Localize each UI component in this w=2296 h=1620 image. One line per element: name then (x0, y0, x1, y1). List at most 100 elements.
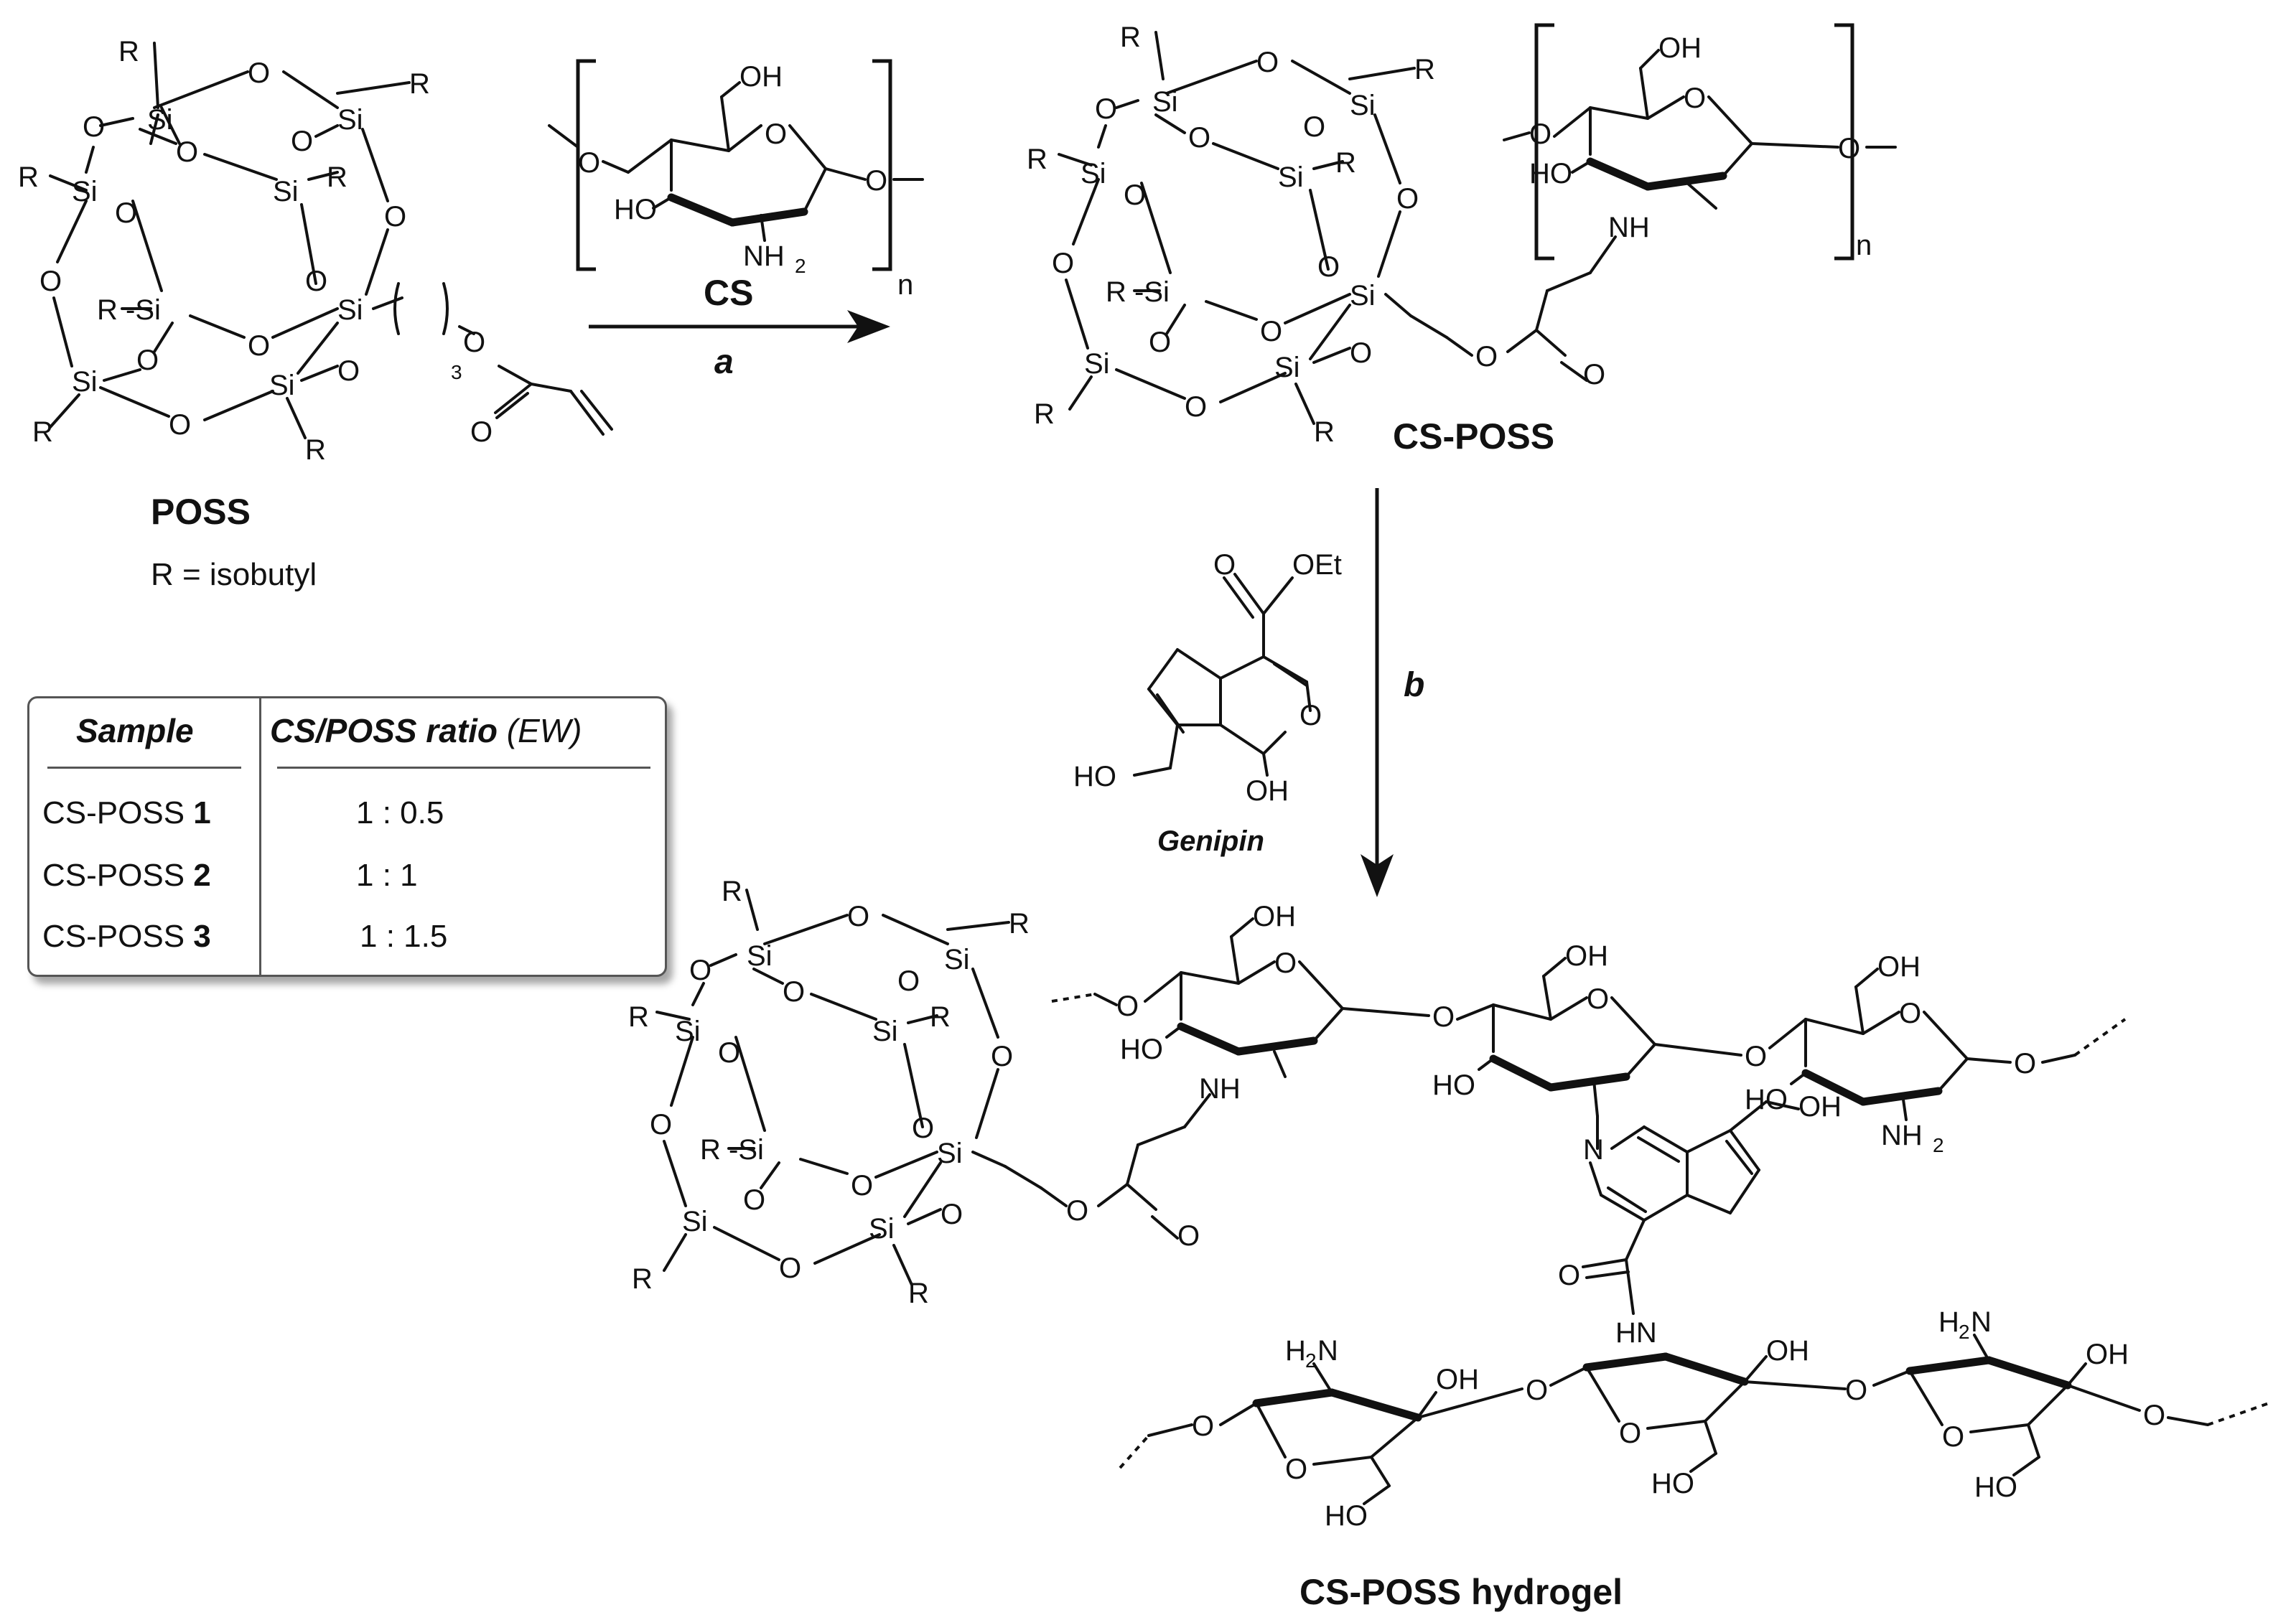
table-row: CS-POSS 3 (42, 919, 211, 955)
atom-o: O (1899, 998, 1921, 1029)
atom-o: O (991, 1041, 1013, 1072)
chitosan-repeat-unit: O OH O HO O NH 2 n (548, 59, 924, 301)
atom-o: O (1475, 341, 1498, 373)
atom-o: O (1149, 327, 1171, 358)
atom-r: R (908, 1278, 929, 1309)
atom-o: O (1303, 111, 1325, 143)
atom-o: O (1529, 118, 1551, 150)
atom-nh: NH (1608, 212, 1650, 243)
row-sample-name: CS-POSS (42, 858, 185, 893)
genipin-structure: O OEt O HO OH (1073, 549, 1342, 807)
cs-poss-structure: R O R O Si O Si R Si O Si R O O O O R -S… (1027, 22, 1650, 448)
atom-si: Si (937, 1138, 963, 1169)
subscript-2: 2 (1933, 1134, 1944, 1156)
atom-si: Si (1081, 158, 1106, 189)
label-cs-poss-hydrogel: CS-POSS hydrogel (1299, 1572, 1623, 1612)
atom-o: O (1066, 1195, 1088, 1227)
atom-o: O (578, 147, 600, 179)
atom-o: O (1260, 316, 1282, 347)
atom-o: O (1095, 93, 1117, 125)
label-cs-poss: CS-POSS (1393, 416, 1554, 456)
atom-ho: HO (1073, 761, 1116, 792)
subscript-2: 2 (1959, 1321, 1970, 1343)
atom-o: O (1299, 700, 1322, 731)
label-cs: CS (704, 273, 753, 313)
atom-r: R (628, 1001, 649, 1033)
atom-r: R (632, 1263, 653, 1295)
atom-o: O (783, 976, 805, 1008)
poss-cage-structure: R O R O Si O Si R Si O Si R O O O O R -S… (18, 36, 613, 466)
atom-si: Si (944, 944, 970, 975)
atom-o: O (470, 416, 493, 448)
atom-nh2: NH (1881, 1120, 1923, 1151)
table-header-ratio: CS/POSS ratio (EW) (270, 711, 582, 750)
atom-o: O (779, 1253, 801, 1284)
table-row: CS-POSS 1 (42, 795, 211, 831)
atom-o: O (1185, 391, 1207, 423)
hydrogel-lower-chain: O H 2 N OH O HO O OH O HO O H 2 N OH O H… (1119, 1306, 2269, 1532)
repeat-n: n (897, 269, 913, 301)
atom-r: R (1009, 908, 1030, 940)
atom-o: O (83, 111, 105, 143)
atom-r-si: R -Si (1106, 276, 1170, 308)
row-ratio: 1 : 0.5 (356, 795, 444, 830)
table-header-sample: Sample (76, 712, 194, 749)
atom-ho: HO (1651, 1468, 1694, 1499)
atom-h2n: H (1938, 1306, 1959, 1338)
arrowhead-a (847, 310, 890, 343)
atom-si: Si (682, 1206, 708, 1237)
arrowhead-b (1361, 854, 1394, 897)
atom-o: O (1274, 947, 1297, 979)
atom-oh: OH (1565, 940, 1608, 972)
atom-o: O (291, 126, 313, 157)
label-poss: POSS (151, 492, 251, 532)
atom-o: O (305, 266, 327, 297)
atom-o: O (1116, 991, 1139, 1022)
atom-o: O (2143, 1400, 2165, 1431)
atom-o: O (897, 965, 920, 997)
atom-si: Si (72, 176, 98, 207)
atom-ho: HO (614, 194, 657, 225)
atom-r: R (1120, 22, 1141, 53)
atom-si: Si (147, 104, 173, 136)
subscript-2: 2 (795, 255, 806, 277)
atom-o: O (1213, 549, 1236, 581)
atom-si: Si (1152, 86, 1178, 118)
atom-si: Si (337, 104, 363, 136)
atom-o: O (847, 901, 869, 932)
atom-r: R (18, 161, 39, 193)
atom-si: Si (1274, 352, 1300, 383)
atom-o: O (1432, 1001, 1455, 1033)
atom-r: R (1314, 416, 1335, 448)
atom-oh: OH (1877, 951, 1921, 983)
subscript-3: 3 (451, 361, 462, 383)
atom-hn: HN (1615, 1317, 1657, 1349)
atom-o: O (1350, 337, 1372, 369)
atom-si: Si (1084, 348, 1110, 380)
atom-o: O (463, 327, 485, 358)
step-label-b: b (1404, 666, 1424, 704)
atom-ho: HO (1120, 1034, 1163, 1065)
atom-r-si: R -Si (700, 1134, 764, 1166)
atom-o: O (689, 955, 711, 986)
row-sample-name: CS-POSS (42, 795, 185, 830)
atom-si: Si (869, 1213, 895, 1245)
atom-o: O (1396, 183, 1419, 215)
atom-o: O (1619, 1418, 1641, 1449)
table-header-ratio-text: CS/POSS ratio (270, 712, 498, 749)
atom-r: R (305, 434, 326, 466)
genipin-crosslink: N OH O HN (1558, 1091, 1842, 1349)
atom-oh: OH (1253, 901, 1296, 932)
row-ratio: 1 : 1 (356, 858, 418, 893)
atom-oh: OH (1436, 1364, 1479, 1395)
atom-n-suffix: N (1317, 1335, 1338, 1367)
step-label-a: a (714, 343, 734, 381)
cs-poss-chitosan-unit: O OH O HO O n (1503, 23, 1897, 261)
atom-si: Si (269, 370, 295, 401)
atom-r: R (930, 1001, 951, 1033)
atom-o: O (39, 266, 62, 297)
atom-o: O (136, 345, 159, 376)
atom-oh: OH (1658, 32, 1702, 64)
row-sample-name: CS-POSS (42, 919, 185, 954)
